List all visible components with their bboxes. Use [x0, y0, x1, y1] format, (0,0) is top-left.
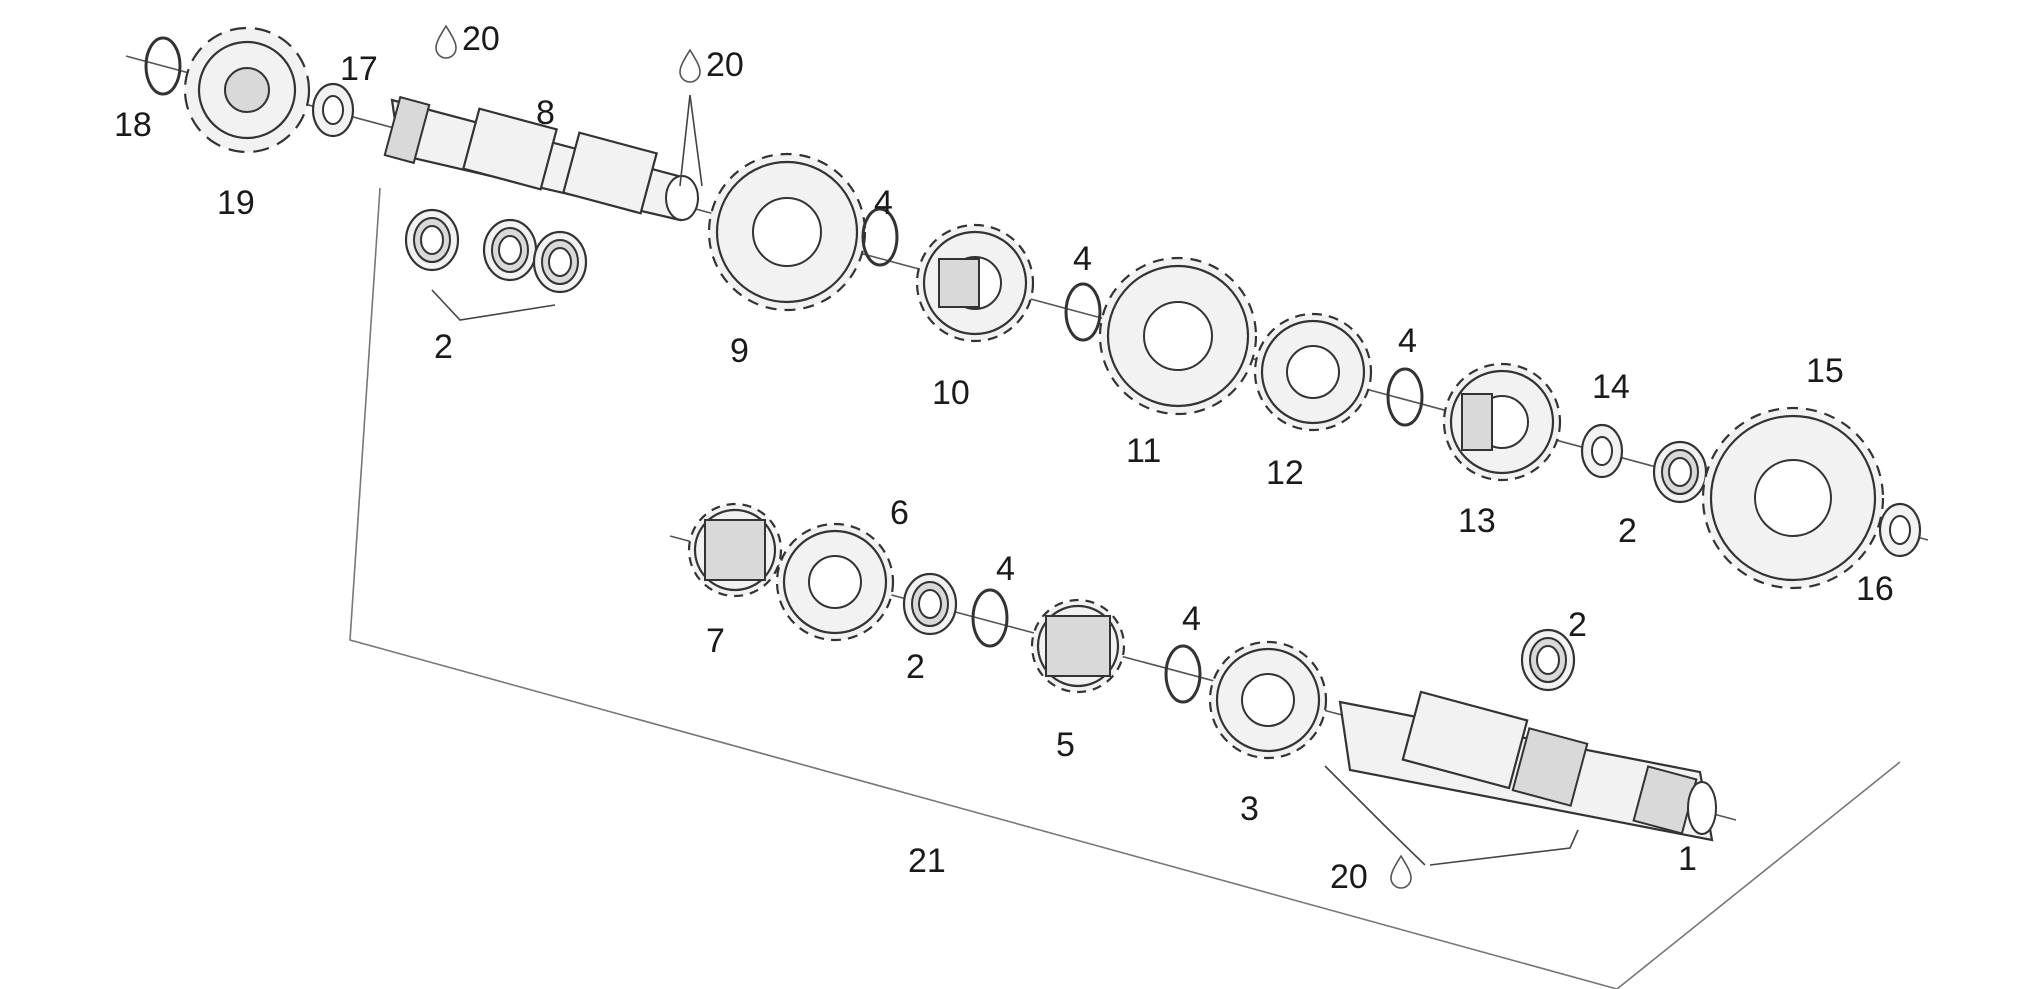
- callout-20-lower: 20: [1330, 858, 1368, 896]
- bearings-2: [404, 208, 588, 294]
- callout-15: 15: [1806, 352, 1844, 390]
- secondary-shaft-1: [1338, 690, 1717, 842]
- callout-2-lower-a: 2: [906, 648, 925, 686]
- leader-20-lower-b: [1429, 829, 1579, 866]
- callout-9: 9: [730, 332, 749, 370]
- gear-3: [1208, 640, 1328, 760]
- bearing-2-upper-right: [1652, 440, 1708, 504]
- leader-20-lower: [1324, 765, 1426, 866]
- callout-18: 18: [114, 106, 152, 144]
- callout-2-upper-right: 2: [1618, 512, 1637, 550]
- gear-12: [1253, 312, 1373, 432]
- gear-15: [1701, 406, 1885, 590]
- gear-9: [707, 152, 867, 312]
- callout-4-c: 4: [1398, 322, 1417, 360]
- callout-17: 17: [340, 50, 378, 88]
- callout-2-lower-b: 2: [1568, 606, 1587, 644]
- callout-20-upper-left: 20: [462, 20, 500, 58]
- callout-16: 16: [1856, 570, 1894, 608]
- leader-2-upper: [431, 289, 556, 321]
- gear-10: [915, 223, 1035, 343]
- washer-16: [1878, 502, 1922, 558]
- callout-4-d: 4: [996, 550, 1015, 588]
- gear-7: [687, 502, 783, 598]
- primary-shaft-8: [383, 95, 699, 222]
- washer-17: [311, 82, 355, 138]
- callout-11: 11: [1126, 432, 1161, 470]
- callout-4-e: 4: [1182, 600, 1201, 638]
- callout-19: 19: [217, 184, 255, 222]
- bearing-2-lower-a: [902, 572, 958, 636]
- leader-20-upper: [679, 94, 703, 187]
- gear-11: [1098, 256, 1258, 416]
- circlip-4b: [1064, 282, 1102, 342]
- callout-14: 14: [1592, 368, 1630, 406]
- callout-8: 8: [536, 94, 555, 132]
- callout-12: 12: [1266, 454, 1304, 492]
- assembly-frame: [349, 187, 1901, 989]
- callout-2-upper-left: 2: [434, 328, 453, 366]
- callout-4-a: 4: [874, 184, 893, 222]
- callout-13: 13: [1458, 502, 1496, 540]
- oil-drop-icon: [679, 49, 701, 83]
- oil-drop-icon: [1390, 855, 1412, 889]
- circlip-4e: [1164, 644, 1202, 704]
- callout-1: 1: [1678, 840, 1697, 878]
- callout-7: 7: [706, 622, 725, 660]
- callout-10: 10: [932, 374, 970, 412]
- callout-6: 6: [890, 494, 909, 532]
- oil-drop-icon: [435, 25, 457, 59]
- callout-5: 5: [1056, 726, 1075, 764]
- callout-3: 3: [1240, 790, 1259, 828]
- gear-6: [775, 522, 895, 642]
- washer-14: [1580, 423, 1624, 479]
- bearing-2-lower-b: [1520, 628, 1576, 692]
- gear-5: [1030, 598, 1126, 694]
- callout-4-b: 4: [1073, 240, 1092, 278]
- gear-13: [1442, 362, 1562, 482]
- sprocket-19: [183, 26, 311, 154]
- callout-20-upper-right: 20: [706, 46, 744, 84]
- callout-21: 21: [908, 842, 946, 880]
